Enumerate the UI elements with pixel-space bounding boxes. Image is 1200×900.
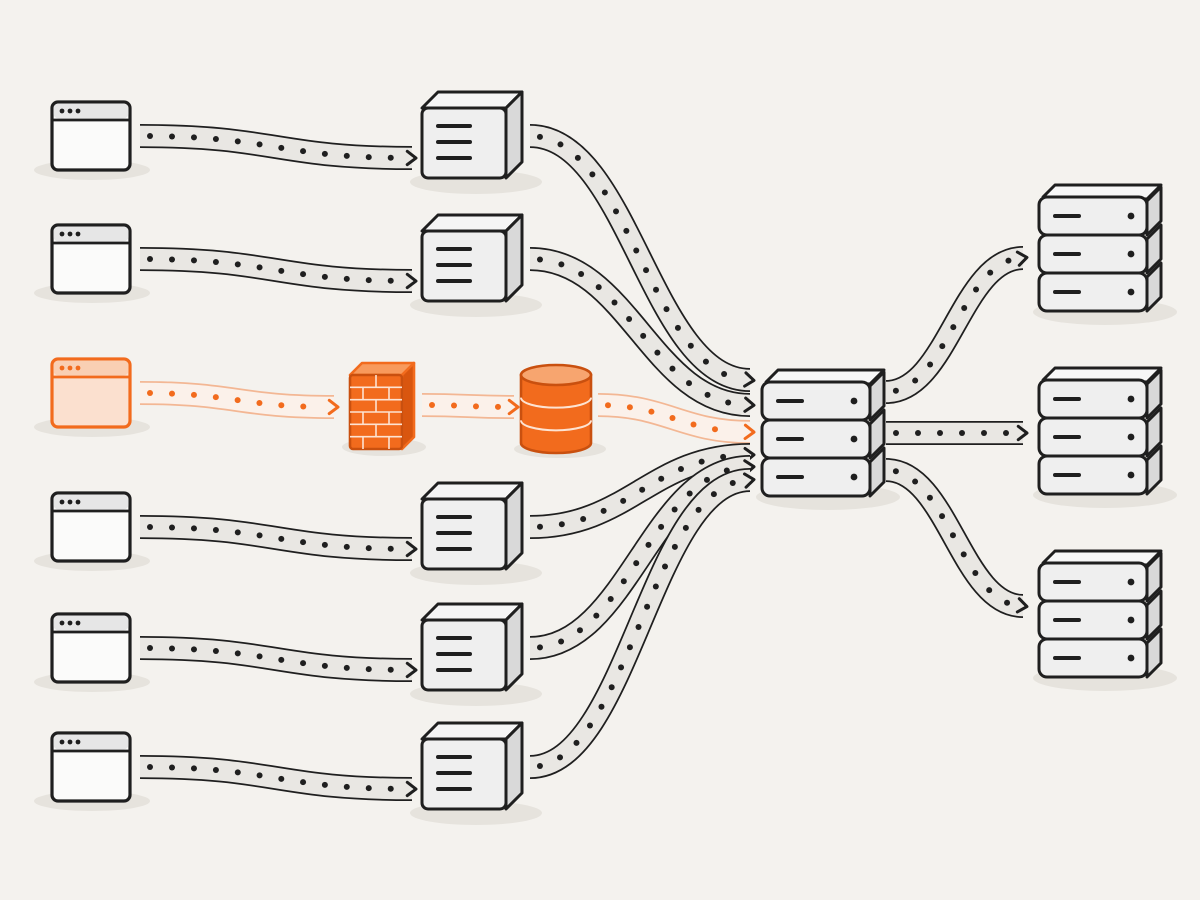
link-central-server-to-backend-2 [885, 420, 1029, 446]
arrowhead [405, 149, 418, 167]
link-client-2-to-edge-2 [139, 247, 418, 293]
arrowhead [1015, 597, 1029, 614]
arrowhead [743, 396, 756, 413]
edge-2-icon [420, 213, 524, 303]
backend-1-icon [1037, 183, 1163, 313]
link-edge-4-to-central-server [529, 443, 756, 539]
edge-4-icon [420, 481, 524, 571]
backend-2-unit-1 [1037, 366, 1163, 420]
link-client-5-to-edge-5 [139, 636, 418, 682]
edge-5-icon [420, 602, 524, 692]
client-2-icon [50, 223, 132, 295]
client-6-icon [50, 731, 132, 803]
link-client-3-to-firewall [139, 381, 340, 419]
backend-3-unit-3 [1037, 627, 1163, 679]
arrowhead [743, 423, 756, 441]
arrowhead [327, 398, 340, 416]
backend-2-icon [1037, 366, 1163, 496]
link-firewall-to-database [421, 393, 520, 419]
arrowhead [507, 398, 520, 416]
link-central-server-to-backend-3 [884, 458, 1029, 618]
central-server-unit-1 [760, 368, 886, 422]
arrowhead [1015, 250, 1029, 267]
arrowhead [405, 272, 418, 290]
arrowhead [742, 472, 756, 489]
arrowhead [743, 371, 756, 388]
link-edge-1-to-central-server [528, 124, 756, 392]
client-5-icon [50, 612, 132, 684]
arrowhead [405, 540, 418, 558]
backend-2-unit-2 [1037, 406, 1163, 458]
link-client-1-to-edge-1 [139, 124, 418, 170]
backend-3-icon [1037, 549, 1163, 679]
link-central-server-to-backend-1 [884, 246, 1029, 404]
arrowhead [1016, 424, 1029, 442]
backend-3-unit-2 [1037, 589, 1163, 641]
arrowhead [405, 661, 418, 679]
client-4-icon [50, 491, 132, 563]
edge-6-icon [420, 721, 524, 811]
links-layer [139, 124, 1029, 801]
link-edge-2-to-central-server [529, 247, 756, 417]
central-server-icon [760, 368, 886, 498]
link-edge-5-to-central-server [529, 455, 756, 660]
edge-1-icon [420, 90, 524, 180]
link-database-to-central-server [597, 393, 756, 444]
central-server-unit-3 [760, 446, 886, 498]
database-icon [519, 363, 593, 455]
link-client-6-to-edge-6 [139, 755, 418, 801]
arrowhead [405, 780, 418, 798]
client-3-icon [50, 357, 132, 429]
central-server-unit-2 [760, 408, 886, 460]
firewall-icon [348, 361, 416, 451]
client-1-icon [50, 100, 132, 172]
nodes-layer [50, 90, 1163, 811]
backend-3-unit-1 [1037, 549, 1163, 603]
link-client-4-to-edge-4 [139, 515, 418, 561]
link-edge-6-to-central-server [528, 468, 756, 779]
backend-1-unit-1 [1037, 183, 1163, 237]
